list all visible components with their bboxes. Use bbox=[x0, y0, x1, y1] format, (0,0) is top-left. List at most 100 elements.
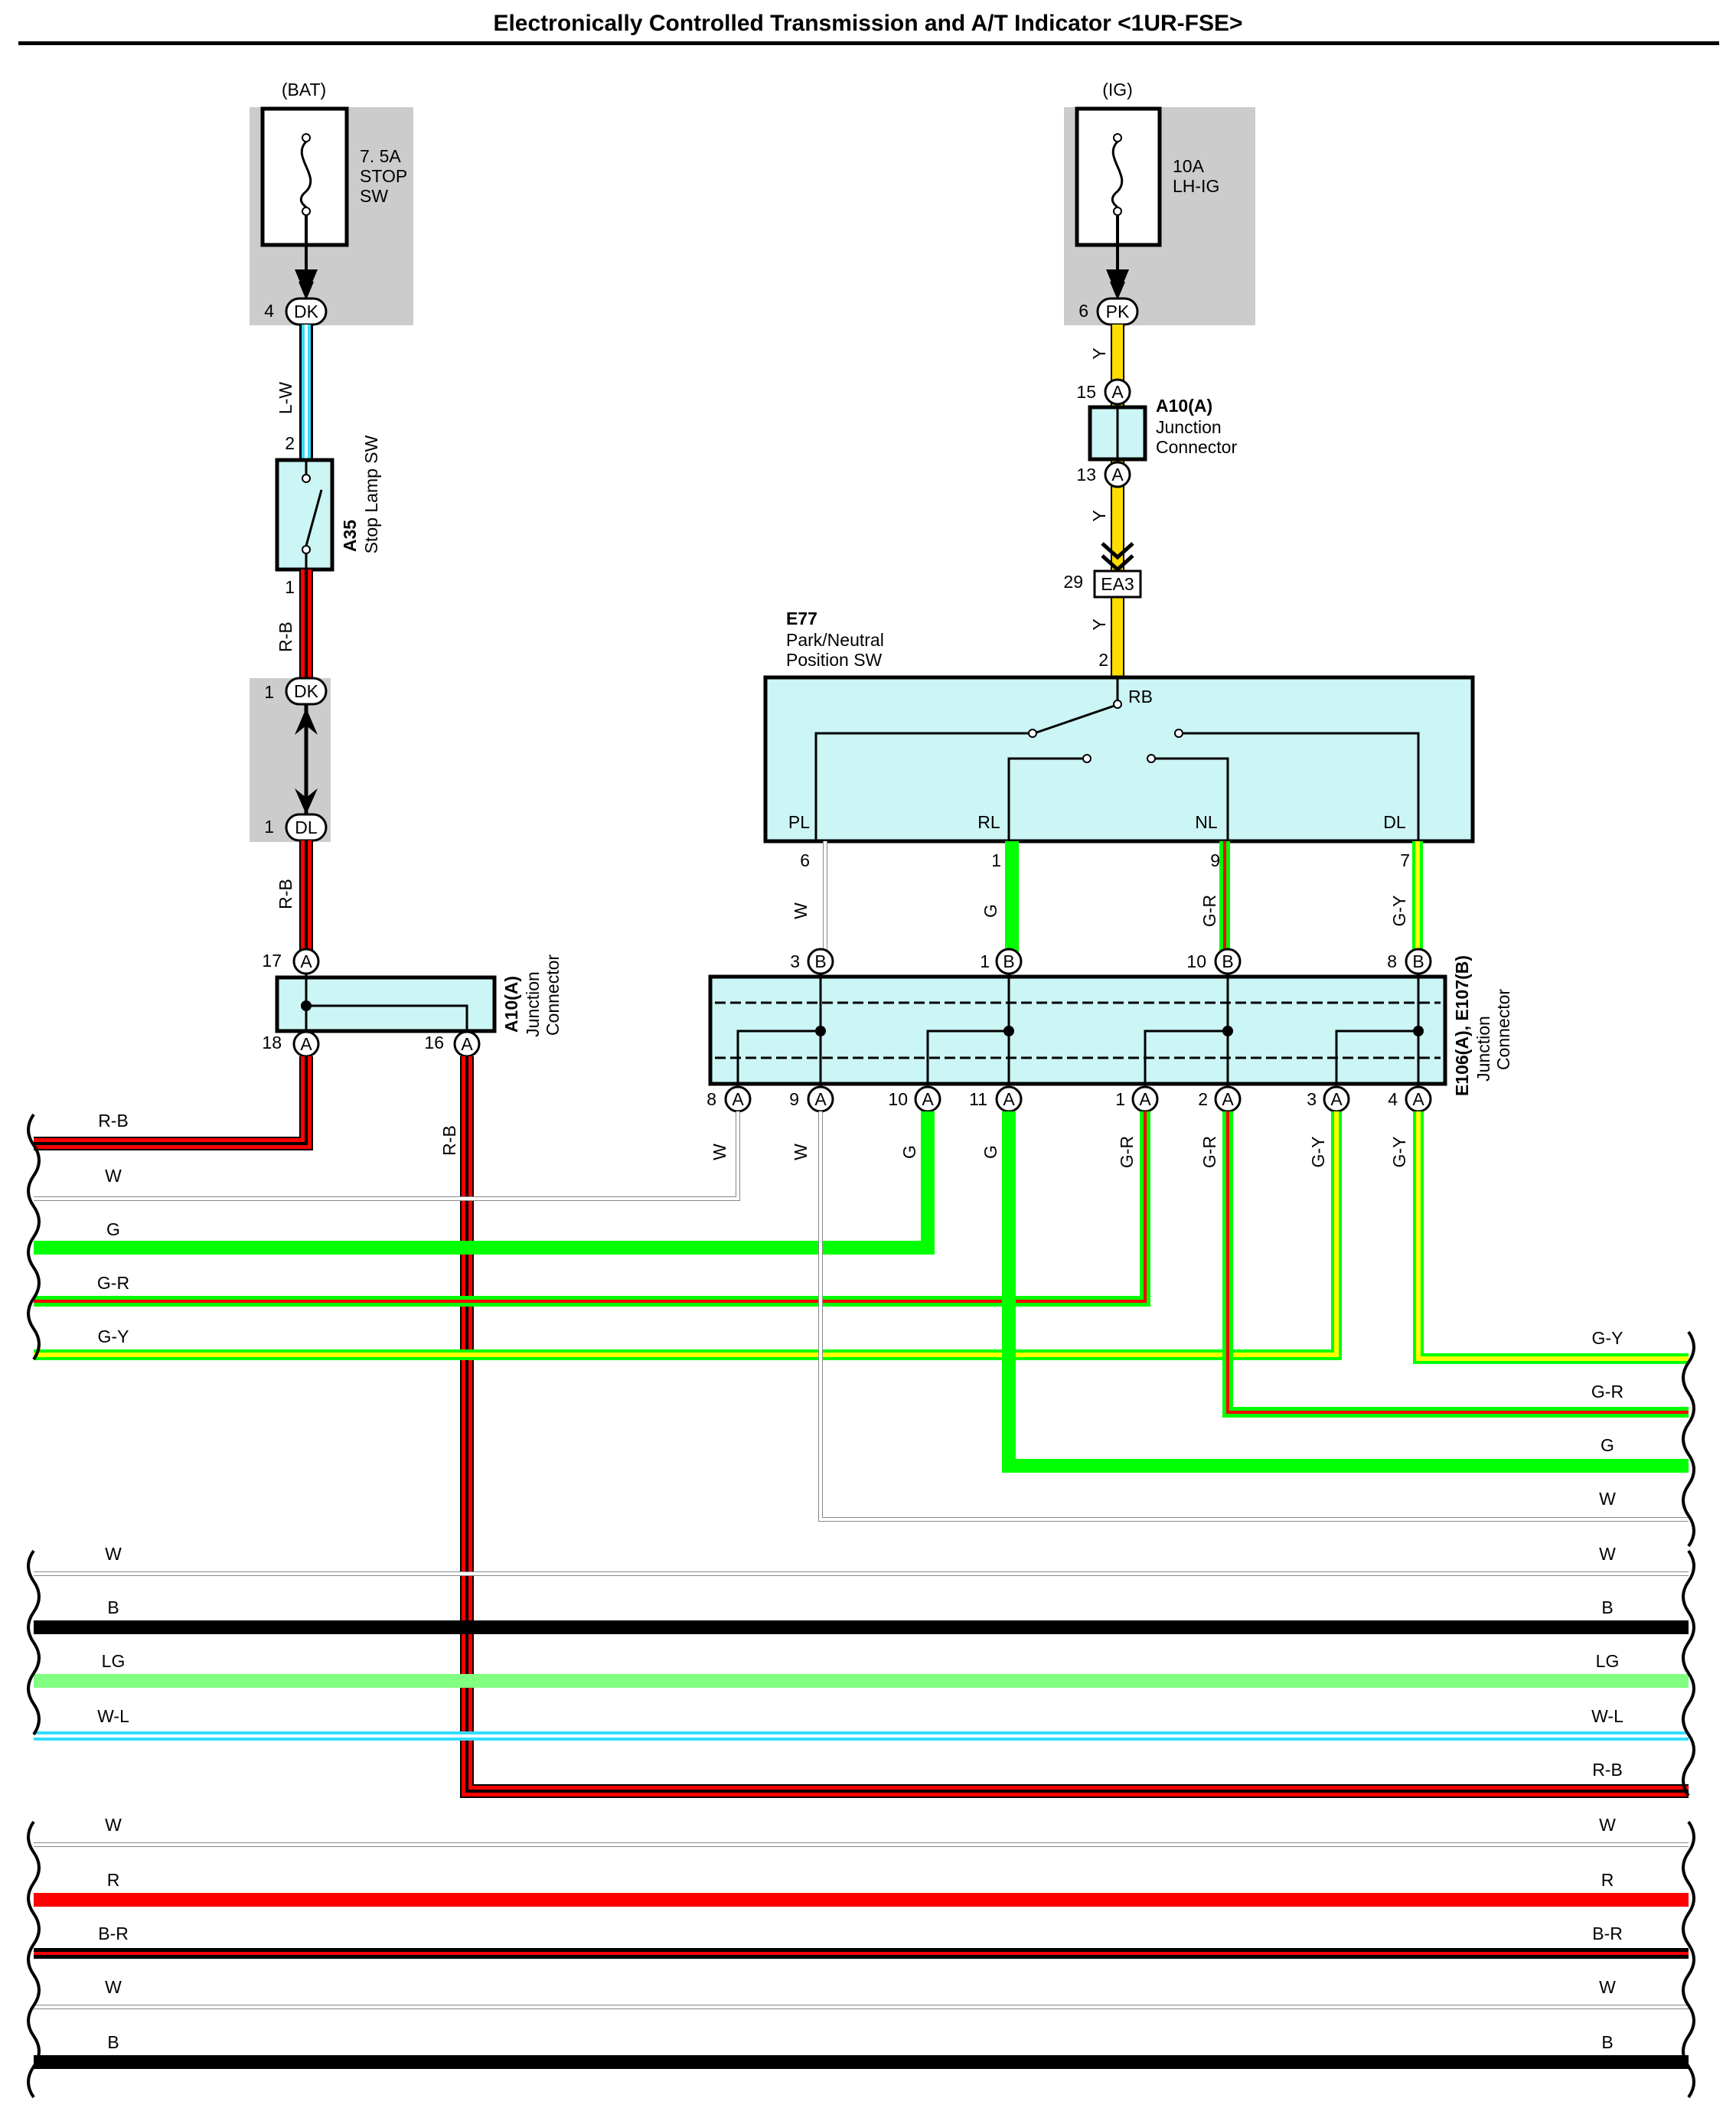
jc-out-4-label: G-Y bbox=[1389, 1137, 1409, 1168]
jc-a10-left-pin-out1: 18 bbox=[262, 1033, 282, 1052]
bus2-label-left-r: R bbox=[107, 1870, 120, 1890]
rb-wire-16-label: R-B bbox=[439, 1125, 459, 1156]
bus1-label-left-w: W bbox=[105, 1544, 122, 1564]
jc-e106-bottom-pin-8: 8 bbox=[706, 1089, 716, 1109]
jc-a10-right-letter-in: A bbox=[1111, 382, 1124, 402]
bus1-label-right-wl: W-L bbox=[1591, 1706, 1623, 1726]
jc-e106-bottom-pin-2: 2 bbox=[1198, 1089, 1208, 1109]
rb-wire-2-label: R-B bbox=[276, 879, 295, 909]
jc-a10-left-pin-out2: 16 bbox=[424, 1033, 444, 1052]
ig-fuse-block: (IG) 10A LH-IG 6 PK bbox=[1064, 80, 1255, 326]
jc-e106-top-pin-1: 1 bbox=[980, 951, 990, 971]
jc-e106-bottom-pin-11: 11 bbox=[969, 1089, 987, 1109]
bat-pin: 4 bbox=[264, 301, 274, 321]
jc-a10-right-id: A10(A) bbox=[1156, 396, 1212, 416]
park-neutral-position-switch: E77 Park/Neutral Position SW RB PL RL NL… bbox=[763, 609, 1475, 870]
bus2-label-right-w2: W bbox=[1599, 1977, 1616, 1997]
jc-a10-left-line2: Connector bbox=[543, 954, 563, 1036]
jc-out-10-label: G bbox=[899, 1145, 919, 1159]
jc-out-3-label: G-Y bbox=[1308, 1137, 1328, 1168]
jc-e106-top-letter-10: B bbox=[1222, 951, 1233, 971]
bat-fuse-name-1: STOP bbox=[360, 166, 407, 186]
wire-2a-gr bbox=[1222, 1111, 1689, 1418]
bus2-label-left-w1: W bbox=[105, 1815, 122, 1835]
rb-wire-1 bbox=[299, 569, 313, 692]
jc-e106-bottom-letter-2: A bbox=[1222, 1089, 1234, 1109]
right-bus-label-gy: G-Y bbox=[1592, 1328, 1623, 1348]
bus2-right-break bbox=[1682, 1820, 1695, 2099]
bottom-bus-2: W R B-R W B W R B-R W B bbox=[27, 1815, 1695, 2099]
bus2-label-right-r: R bbox=[1601, 1870, 1614, 1890]
stop-sw-pin-top: 2 bbox=[285, 433, 295, 453]
bus2-label-left-b: B bbox=[107, 2032, 119, 2052]
jc-out-8-label: W bbox=[710, 1144, 729, 1160]
pnp-rb: RB bbox=[1128, 687, 1153, 706]
bat-fuse-name-2: SW bbox=[360, 186, 388, 206]
jc-e106-top-pin-3: 3 bbox=[790, 951, 800, 971]
stop-sw-name: Stop Lamp SW bbox=[361, 435, 381, 553]
left-bus-labels: R-B W G G-R G-Y bbox=[97, 1111, 129, 1346]
jc-e106-bottom-pin-1: 1 bbox=[1115, 1089, 1125, 1109]
right-bus-label-gr: G-R bbox=[1591, 1382, 1623, 1402]
jc-a10-left-letter-out1: A bbox=[300, 1034, 312, 1054]
bat-fuse-icon bbox=[295, 133, 318, 300]
wire-8a-w bbox=[34, 1111, 740, 1201]
pnp-out-g bbox=[1005, 841, 1019, 961]
wire-10a-g bbox=[34, 1111, 935, 1255]
jc-a10-left-letter-out2: A bbox=[461, 1034, 473, 1054]
jc-e106-top-pin-8: 8 bbox=[1387, 951, 1397, 971]
jc-a10-right-line1: Junction bbox=[1156, 417, 1222, 437]
wire-1a-gr bbox=[34, 1111, 1150, 1307]
jc-e106-box bbox=[708, 974, 1447, 1086]
ig-pin: 6 bbox=[1078, 301, 1088, 321]
pnp-term-nl: NL bbox=[1195, 812, 1218, 832]
dk-conn-label: DK bbox=[294, 681, 319, 701]
pnp-term-rl: RL bbox=[977, 812, 1000, 832]
pnp-pin-1: 1 bbox=[991, 850, 1001, 870]
bus1-label-right-b: B bbox=[1601, 1597, 1613, 1617]
stop-sw-pin-bottom: 1 bbox=[285, 577, 295, 597]
jc-e106-top-letter-3: B bbox=[814, 951, 826, 971]
jc-a10-left-id: A10(A) bbox=[501, 976, 521, 1033]
pnp-out-gr-label: G-R bbox=[1199, 895, 1219, 927]
bat-fuse-block: (BAT) 7. 5A STOP SW 4 DK bbox=[250, 80, 413, 326]
wire-4a-gy bbox=[1413, 1111, 1689, 1364]
jc-e106-bottom-pins: 8 A 9 A 10 A 11 A 1 A 2 A 3 A 4 A bbox=[706, 1085, 1432, 1113]
jc-e106-bottom-letter-1: A bbox=[1139, 1089, 1151, 1109]
jc-a10-left: 17 A 18 A 16 A A10(A) Junction Connector bbox=[262, 948, 563, 1058]
ig-fuse-icon bbox=[1106, 133, 1129, 300]
y-wire-c-label: Y bbox=[1089, 618, 1109, 630]
right-bus-break-1 bbox=[1682, 1330, 1695, 1548]
pnp-input-pin: 2 bbox=[1098, 650, 1108, 670]
bus2-left-break bbox=[27, 1820, 41, 2099]
bus1-right-break bbox=[1682, 1549, 1695, 1797]
jc-e106-e107: 3 B 1 B 10 B 8 B bbox=[706, 948, 1513, 1113]
pnp-out-gr bbox=[1219, 841, 1230, 961]
left-bus-label-gr: G-R bbox=[97, 1273, 129, 1293]
jc-e106-bottom-pin-4: 4 bbox=[1388, 1089, 1398, 1109]
bus1-label-left-b: B bbox=[107, 1597, 119, 1617]
jc-e106-bottom-pin-3: 3 bbox=[1307, 1089, 1317, 1109]
pnp-pin-9: 9 bbox=[1210, 850, 1220, 870]
jc-out-11-label: G bbox=[981, 1145, 1000, 1159]
bus1-label-right-rb: R-B bbox=[1592, 1760, 1623, 1780]
bus2-label-right-b: B bbox=[1601, 2032, 1613, 2052]
jc-a10-right: 15 A 13 A A10(A) Junction Connector bbox=[1076, 378, 1237, 488]
pnp-pin-6: 6 bbox=[800, 850, 810, 870]
jc-e106-line2: Connector bbox=[1493, 989, 1513, 1070]
jc-e106-line1: Junction bbox=[1473, 1016, 1493, 1082]
pnp-out-g-label: G bbox=[981, 904, 1000, 918]
rb-wire-18-left bbox=[34, 1056, 313, 1150]
left-bus-label-g: G bbox=[106, 1219, 120, 1239]
stop-lamp-switch: 2 1 A35 Stop Lamp SW bbox=[275, 433, 381, 597]
jc-e106-bottom-pin-10: 10 bbox=[888, 1089, 908, 1109]
dl-pin: 1 bbox=[264, 817, 274, 837]
pnp-out-w-label: W bbox=[791, 902, 811, 919]
jc-a10-right-letter-out: A bbox=[1111, 465, 1124, 485]
bat-conn-dk-label: DK bbox=[294, 302, 319, 321]
bat-source-label: (BAT) bbox=[282, 80, 326, 100]
y-wire-b-label: Y bbox=[1089, 510, 1109, 521]
ig-conn-pk-label: PK bbox=[1106, 302, 1130, 321]
jc-a10-left-letter-in: A bbox=[300, 951, 312, 971]
jc-a10-left-pin-in: 17 bbox=[262, 951, 282, 971]
